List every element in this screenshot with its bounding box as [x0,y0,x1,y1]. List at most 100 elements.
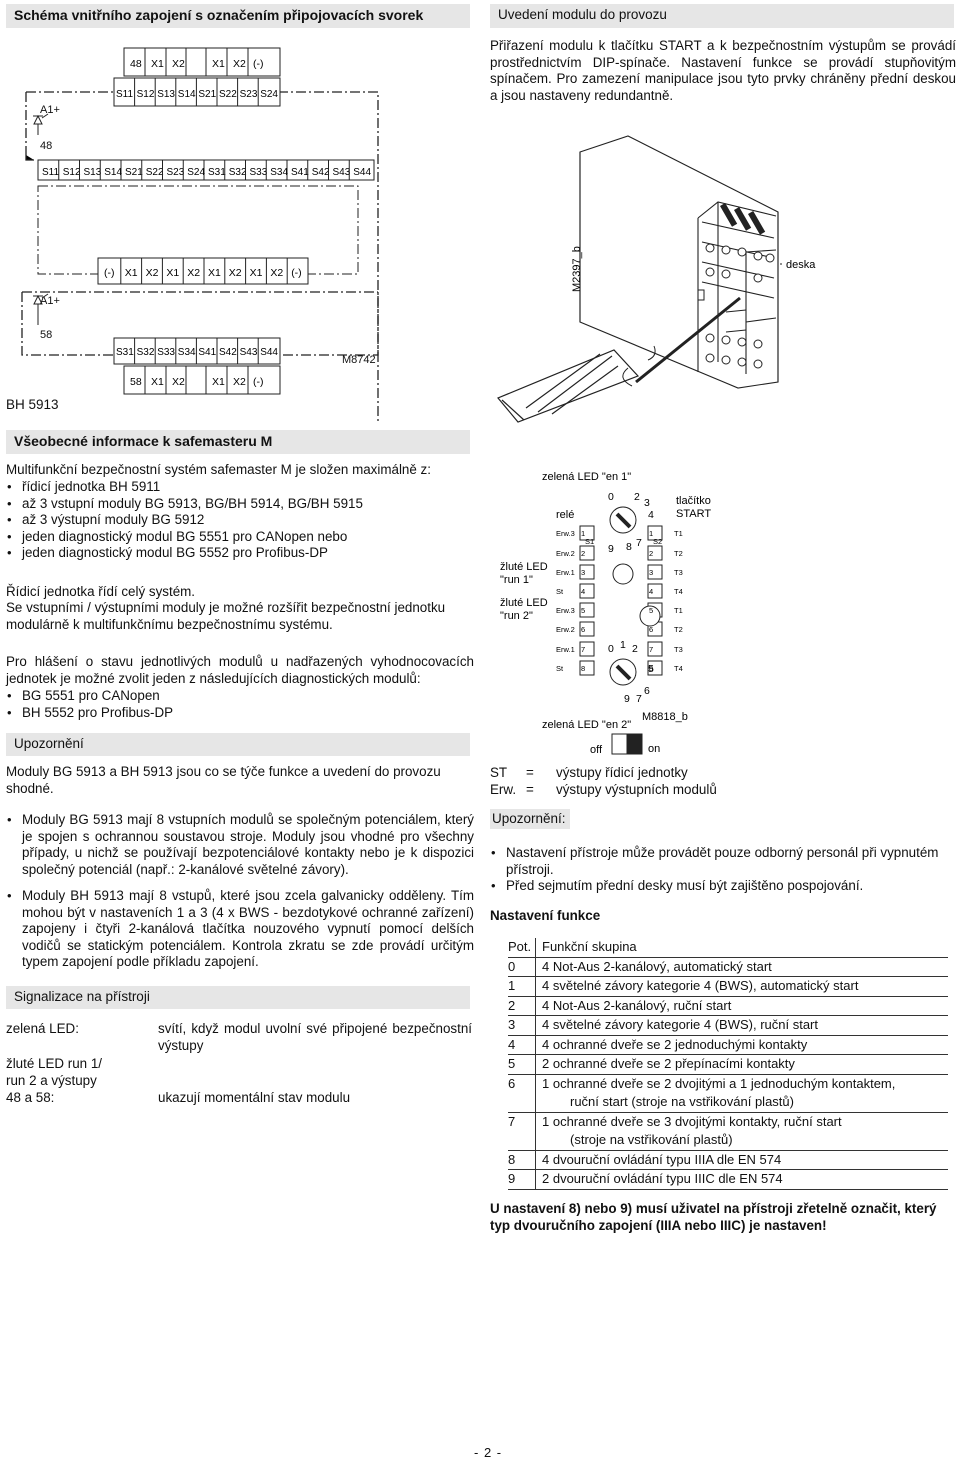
terminal-label: X1 [151,376,164,388]
yellow-run2-label-b: "run 2" [500,610,533,622]
table-cell-pos: 8 [508,1150,536,1170]
general-intro: Multifunkční bezpečnostní systém safemas… [6,462,431,477]
switch-position-number: 3 [649,568,653,577]
terminal-label: X2 [270,267,283,279]
table-row-continuation: (stroje na vstřikování plastů) [508,1131,948,1151]
table-cell-text: 4 světelné závory kategorie 4 (BWS), aut… [535,976,948,997]
table-cell-text: (stroje na vstřikování plastů) [535,1131,948,1151]
table-cell-text: 1 ochranné dveře se 2 dvojitými a 1 jedn… [542,1075,896,1091]
output-label: T2 [674,549,683,558]
terminal-label: X1 [151,58,164,70]
table-cell-pos: 0 [508,957,536,977]
terminal-label: X2 [233,376,246,388]
right-warning-list: Nastavení přístroje může provádět pouze … [490,845,956,895]
terminal-label: S31 [116,347,134,358]
a1-label-upper: A1+ [40,104,60,116]
device-model: BH 5913 [6,397,59,412]
output-label: T3 [674,645,683,654]
terminal-label: S43 [240,347,258,358]
device-code: M2397_b [571,246,583,292]
start-button-label-b: START [676,508,711,520]
terminal-label: (-) [104,267,115,279]
list-item: jeden diagnostický modul BG 5552 pro Pro… [6,545,474,562]
terminal-label: S34 [178,347,196,358]
yellow-led-desc: ukazují momentální stav modulu [158,1090,351,1105]
start-button-label-a: tlačítko [676,495,711,507]
table-cell-text: 2 dvouruční ovládání typu IIIC dle EN 57… [535,1169,948,1190]
switch-position-number: 6 [649,625,653,634]
terminal-label: S33 [157,347,175,358]
header-pos: Pot. [508,938,536,958]
switch-position-number: 3 [581,568,585,577]
terminal-label: S11 [116,89,133,100]
a1-label-lower: A1+ [40,295,60,307]
terminal-label: (-) [291,267,302,279]
warning-list: Moduly BG 5913 mají 8 vstupních modulů s… [6,812,474,971]
terminal-label: S14 [104,167,122,178]
header-group: Funkční skupina [535,938,948,958]
terminal-label: X1 [208,267,221,279]
yellow-led-label-2: run 2 a výstupy [6,1073,97,1088]
terminal-label: (-) [253,376,264,388]
switch-diagram: zelená LED "en 1" zelená LED "en 2" relé… [500,471,711,756]
list-item: až 3 vstupní moduly BG 5913, BG/BH 5914,… [6,496,474,513]
terminal-label: S21 [125,167,143,178]
terminal-label: X2 [146,267,159,279]
output-label: T4 [674,664,683,673]
general-info-title: Všeobecné informace k safemasteru M [6,430,470,454]
dial-digit: 9 [624,693,630,705]
terminal-label: S24 [260,89,278,100]
list-item: až 3 výstupní moduly BG 5912 [6,512,474,529]
output-label: St [556,664,564,673]
device-illustration: M2397_b deska [497,135,816,423]
table-cell-text: 1 ochranné dveře se 3 dvojitými kontakty… [542,1113,842,1129]
control-text-2: Se vstupními / výstupními moduly je možn… [6,600,446,632]
commission-title: Uvedení modulu do provozu [490,4,954,28]
output-label: Erw.2 [556,625,575,634]
table-cell-text: 4 světelné závory kategorie 4 (BWS), ruč… [535,1015,948,1036]
label-48: 48 [40,140,53,152]
green-led-label: zelená LED: [6,1021,79,1036]
switch-position-number: 6 [581,625,585,634]
output-label: Erw.1 [556,645,575,654]
terminal-label: S11 [42,167,59,178]
terminal-label: X1 [166,267,179,279]
control-text-1: Řídicí jednotka řídí celý systém. [6,584,196,599]
terminal-label: S32 [229,167,247,178]
legend-row: Erw.=výstupy výstupních modulů [490,782,717,797]
green-led-en2-label: zelená LED "en 2" [542,719,631,731]
table-cell-text: 2 ochranné dveře se 2 přepínacími kontak… [535,1054,948,1075]
terminal-label: X2 [172,58,185,70]
dial-digit: 2 [634,491,640,503]
yellow-run2-label-a: žluté LED [500,597,548,609]
green-led-desc: svítí, když modul uvolní své připojené b… [158,1021,472,1053]
table-cell-pos: 4 [508,1035,536,1055]
output-label: Erw.3 [556,529,575,538]
table-cell-pos [508,1131,536,1151]
table-cell-pos: 7 [508,1112,536,1131]
switch-position-number: 7 [581,645,585,654]
output-label: Erw.2 [556,549,575,558]
output-label: Erw.3 [556,606,575,615]
switch-position-number: 4 [649,587,653,596]
diagram-code: M8742 [342,354,376,366]
table-row: 7 1 ochranné dveře se 3 dvojitými kontakt… [508,1112,948,1131]
terminal-label: X1 [212,376,225,388]
output-label: T4 [674,587,683,596]
list-item: BG 5551 pro CANopen [6,688,474,705]
terminal-label: 48 [130,58,142,70]
terminal-label: S22 [219,89,237,100]
page-number: - 2 - [474,1445,503,1460]
switch-position-number: 1 [581,529,585,538]
terminal-label: X2 [187,267,200,279]
terminal-label: S14 [178,89,196,100]
terminal-label: S13 [84,167,102,178]
diag-list: BG 5551 pro CANopen BH 5552 pro Profibus… [6,688,474,721]
dial-digit: 8 [626,541,632,553]
yellow-led-label-3: 48 a 58: [6,1090,55,1105]
